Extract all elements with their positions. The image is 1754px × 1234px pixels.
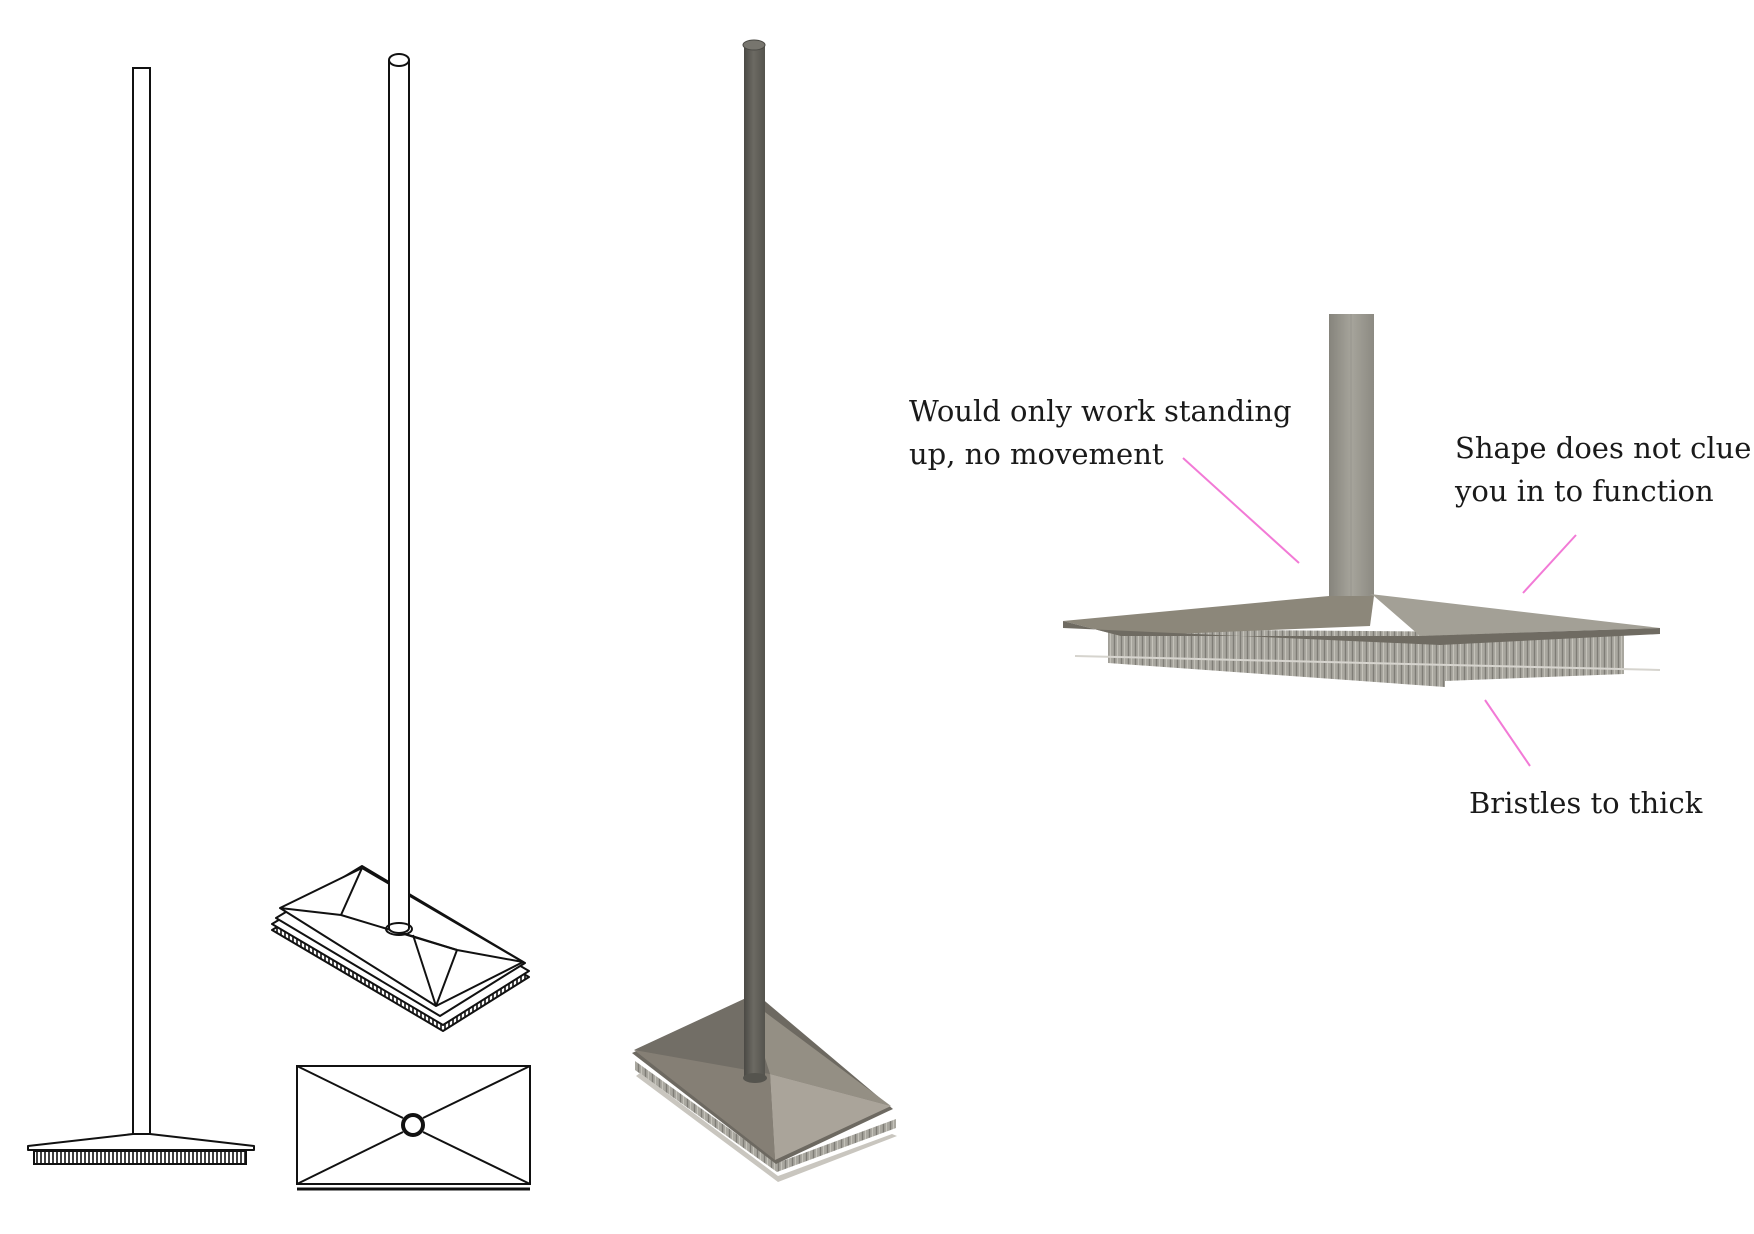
rendered-broom	[632, 39, 897, 1182]
front-view-bristles	[33, 1150, 247, 1165]
leader-standing	[1182, 457, 1300, 564]
front-view-pole	[132, 67, 151, 1135]
front-view-head-plate	[27, 1133, 255, 1151]
top-view-diagonal-2	[422, 1065, 531, 1119]
iso-ridge-5	[435, 949, 458, 1007]
annotation-standing-line-1: Would only work standing	[909, 394, 1292, 428]
render-pole	[744, 44, 765, 1080]
top-view-diagonal-4	[422, 1131, 531, 1185]
detail-plate-edge	[1063, 621, 1660, 645]
leader-bristles	[1484, 699, 1531, 767]
detail-plate-left	[1063, 596, 1374, 636]
iso-ridge-2	[279, 907, 342, 916]
detail-plate-shadow	[1074, 655, 1661, 671]
render-head-left-face	[634, 998, 770, 1074]
iso-ridge-3	[340, 867, 363, 916]
iso-ridge-6	[398, 931, 458, 951]
leader-shape	[1522, 534, 1577, 594]
top-view-pole-socket	[401, 1113, 425, 1137]
iso-ridge-4	[456, 949, 524, 963]
render-head-right-face	[770, 1074, 891, 1160]
front-view	[27, 67, 255, 1165]
detail-plate-right	[1370, 594, 1660, 636]
render-pole-collar	[743, 1073, 767, 1083]
iso-pole	[388, 60, 410, 934]
top-view-diagonal-1	[296, 1065, 404, 1119]
annotation-standing: Would only work standing up, no movement	[909, 390, 1292, 476]
annotation-bristles: Bristles to thick	[1469, 782, 1702, 825]
iso-pole-cap	[388, 53, 410, 67]
render-head-front-face	[634, 1050, 775, 1160]
iso-pole-collar	[385, 922, 413, 936]
render-pole-cap	[742, 39, 766, 51]
isometric-line-view	[271, 53, 530, 1032]
render-head-top-face	[746, 998, 891, 1106]
annotation-shape-line-2: you in to function	[1455, 474, 1714, 508]
detail-render	[1063, 314, 1661, 687]
top-view-diagonal-3	[296, 1131, 404, 1185]
top-view	[296, 1065, 531, 1191]
iso-ridge-7	[412, 934, 437, 1007]
iso-head	[271, 865, 530, 1032]
annotation-standing-line-2: up, no movement	[909, 437, 1164, 471]
render-bristles	[635, 1061, 896, 1172]
leader-lines	[1182, 457, 1577, 767]
annotation-shape-line-1: Shape does not clue	[1455, 431, 1752, 465]
annotation-bristles-line-1: Bristles to thick	[1469, 786, 1703, 820]
detail-bristles	[1108, 629, 1624, 687]
annotation-shape: Shape does not clue you in to function	[1455, 427, 1751, 513]
